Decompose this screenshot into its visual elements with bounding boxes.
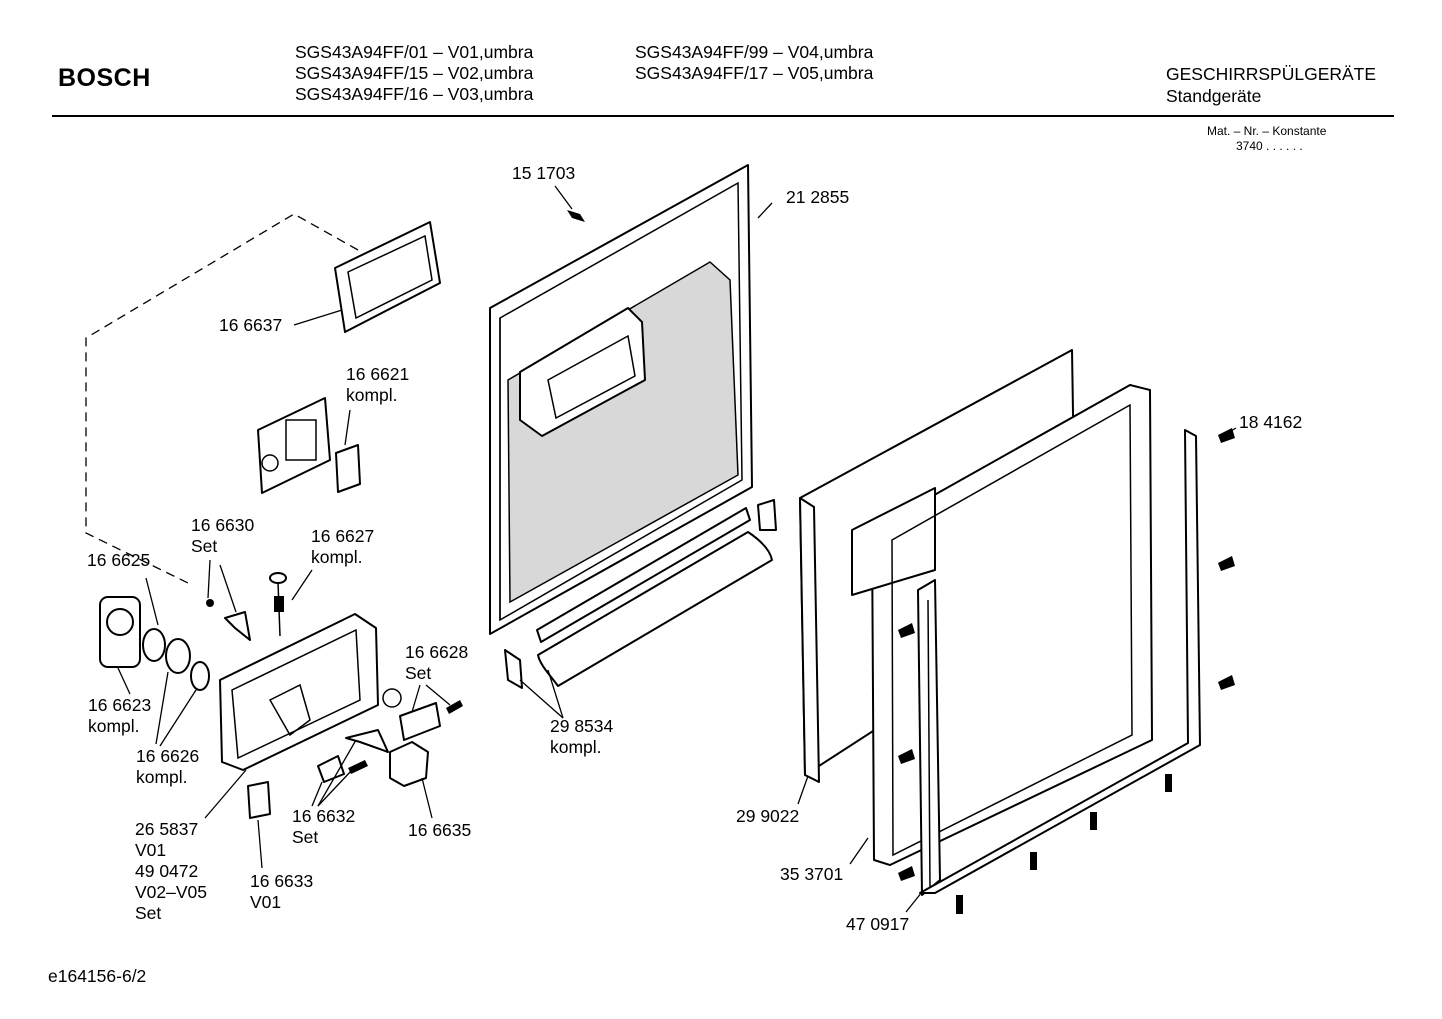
door-frame-outer [917, 429, 1201, 896]
part-label-166625: 16 6625 [87, 550, 150, 570]
part-number: 16 6621 [346, 364, 409, 384]
part-note: kompl. [311, 547, 363, 567]
microswitch [389, 741, 429, 787]
part-number: 16 6630 [191, 515, 255, 535]
lock-bolt [269, 572, 287, 637]
part-note: V01 [135, 840, 166, 860]
part-label-184162: 18 4162 [1239, 412, 1302, 432]
part-label-151703: 15 1703 [512, 163, 575, 183]
material-value: 3740 . . . . . . [1236, 139, 1303, 153]
part-number: 15 1703 [512, 163, 575, 183]
material-number: Mat. – Nr. – Konstante 3740 . . . . . . [1207, 124, 1326, 154]
part-note: kompl. [88, 716, 140, 736]
door-frame-inner [851, 384, 1153, 866]
dispenser-frame [257, 397, 361, 494]
part-number: 16 6628 [405, 642, 468, 662]
part-label-299022: 29 9022 [736, 806, 799, 826]
part-number: 16 6633 [250, 871, 313, 891]
part-number: 16 6635 [408, 820, 471, 840]
model-line: SGS43A94FF/15 – V02,umbra [295, 63, 534, 83]
part-number: 26 5837 [135, 819, 198, 839]
inner-door-panel [489, 164, 753, 635]
part-number: 16 6627 [311, 526, 374, 546]
model-list-1: SGS43A94FF/01 – V01,umbra SGS43A94FF/15 … [295, 42, 533, 105]
part-note: kompl. [346, 385, 398, 405]
part-note: Set [191, 536, 217, 556]
category-subtitle: Standgeräte [1166, 86, 1262, 106]
lock-spring [206, 599, 251, 641]
part-note: V02–V05 [135, 882, 207, 902]
part-number: 18 4162 [1239, 412, 1302, 432]
drawing-code: e164156-6/2 [48, 966, 147, 986]
part-note: Set [405, 663, 431, 683]
model-line: SGS43A94FF/01 – V01,umbra [295, 42, 534, 62]
category: GESCHIRRSPÜLGERÄTE Standgeräte [1166, 63, 1376, 107]
part-note: kompl. [136, 767, 188, 787]
part-number: 16 6623 [88, 695, 151, 715]
header-divider [52, 115, 1394, 117]
part-label-353701: 35 3701 [780, 864, 843, 884]
model-line: SGS43A94FF/17 – V05,umbra [635, 63, 874, 83]
dashed-assembly-line [85, 213, 359, 585]
part-label-470917: 47 0917 [846, 914, 909, 934]
screws [567, 210, 1235, 914]
category-title: GESCHIRRSPÜLGERÄTE [1166, 64, 1377, 84]
part-number: 16 6626 [136, 746, 199, 766]
part-label-166637: 16 6637 [219, 315, 282, 335]
part-note: kompl. [550, 737, 602, 757]
leader-lines [117, 185, 1237, 913]
switch-housing [219, 613, 379, 771]
part-number: 29 9022 [736, 806, 799, 826]
cover-plate [334, 221, 441, 333]
part-note: V01 [250, 892, 281, 912]
model-line: SGS43A94FF/99 – V04,umbra [635, 42, 874, 62]
part-number: 47 0917 [846, 914, 909, 934]
part-number: 21 2855 [786, 187, 849, 207]
part-label-212855: 21 2855 [786, 187, 849, 207]
door-handle [99, 596, 210, 691]
part-label-166635: 16 6635 [408, 820, 471, 840]
material-label: Mat. – Nr. – Konstante [1207, 124, 1327, 138]
part-number: 16 6632 [292, 806, 355, 826]
part-note: Set [135, 903, 161, 923]
switch-cover [247, 781, 271, 819]
part-number: 35 3701 [780, 864, 843, 884]
part-number: 29 8534 [550, 716, 614, 736]
latch-parts [382, 688, 463, 741]
part-number: 49 0472 [135, 861, 198, 881]
part-number: 16 6625 [87, 550, 150, 570]
part-note: Set [292, 827, 318, 847]
door-seal-strip [504, 499, 777, 689]
part-number: 16 6637 [219, 315, 282, 335]
model-line: SGS43A94FF/16 – V03,umbra [295, 84, 534, 104]
model-list-2: SGS43A94FF/99 – V04,umbra SGS43A94FF/17 … [635, 42, 873, 84]
lever-springs [317, 729, 389, 783]
brand-logo: BOSCH [58, 64, 151, 92]
